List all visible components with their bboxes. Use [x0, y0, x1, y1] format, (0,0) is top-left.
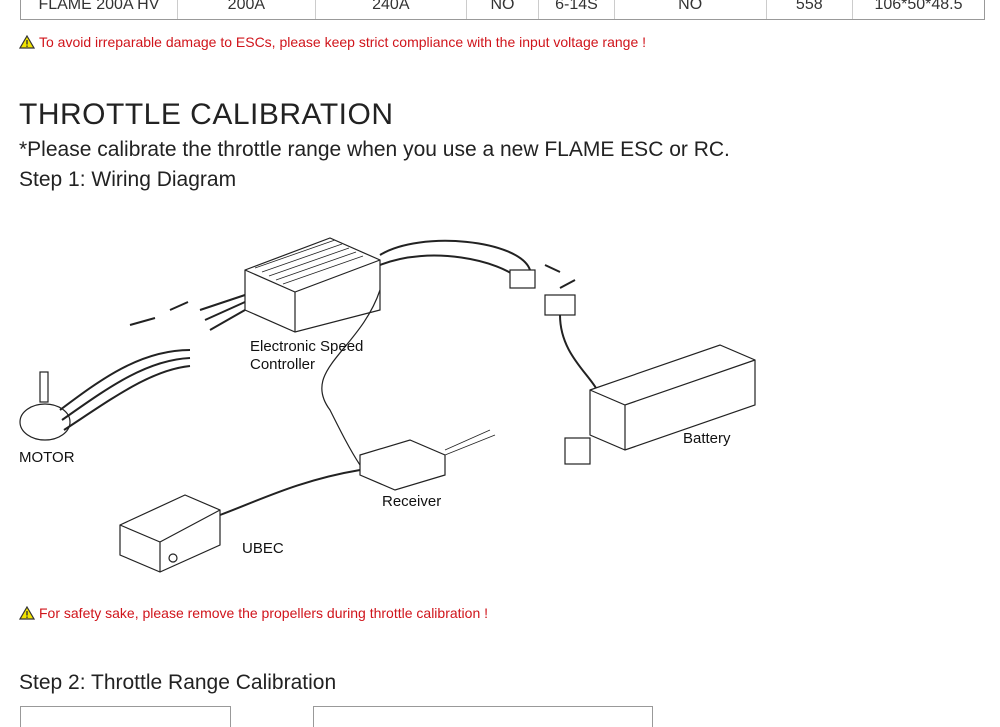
- spec-table-row: FLAME 200A HV 200A 240A NO 6-14S NO 558 …: [20, 0, 985, 20]
- battery-label: Battery: [683, 430, 731, 447]
- step2-title: Step 2: Throttle Range Calibration: [19, 671, 337, 694]
- wiring-diagram: Electronic Speed Controller MOTOR Receiv…: [19, 237, 756, 573]
- motor-illustration: [19, 349, 191, 441]
- battery-illustration: [559, 314, 756, 465]
- cell-model: FLAME 200A HV: [21, 0, 178, 19]
- motor-label: MOTOR: [19, 449, 75, 466]
- esc-label-1: Electronic Speed: [250, 338, 363, 355]
- esc-illustration: [199, 237, 531, 466]
- cell-prog: NO: [615, 0, 767, 19]
- step2-box-left: [20, 706, 231, 727]
- receiver-label: Receiver: [382, 493, 441, 510]
- cell-weight: 558: [767, 0, 853, 19]
- warning-icon: [19, 35, 35, 49]
- ubec-label: UBEC: [242, 540, 284, 557]
- cell-continuous: 200A: [178, 0, 316, 19]
- esc-label-2: Controller: [250, 356, 315, 373]
- cell-burst: 240A: [316, 0, 467, 19]
- cell-bec: NO: [467, 0, 540, 19]
- warning-text: For safety sake, please remove the prope…: [39, 605, 489, 621]
- receiver-illustration: [219, 429, 496, 516]
- cell-lipo: 6-14S: [539, 0, 615, 19]
- ubec-illustration: [119, 494, 221, 573]
- section-title: THROTTLE CALIBRATION: [19, 98, 394, 131]
- step1-title: Step 1: Wiring Diagram: [19, 168, 237, 191]
- step2-box-right: [313, 706, 653, 727]
- warning-text: To avoid irreparable damage to ESCs, ple…: [39, 34, 647, 50]
- warning-icon: [19, 606, 35, 620]
- voltage-warning: To avoid irreparable damage to ESCs, ple…: [19, 34, 646, 50]
- section-note: *Please calibrate the throttle range whe…: [19, 138, 730, 161]
- cell-size: 106*50*48.5: [874, 0, 963, 13]
- propeller-warning: For safety sake, please remove the prope…: [19, 605, 488, 621]
